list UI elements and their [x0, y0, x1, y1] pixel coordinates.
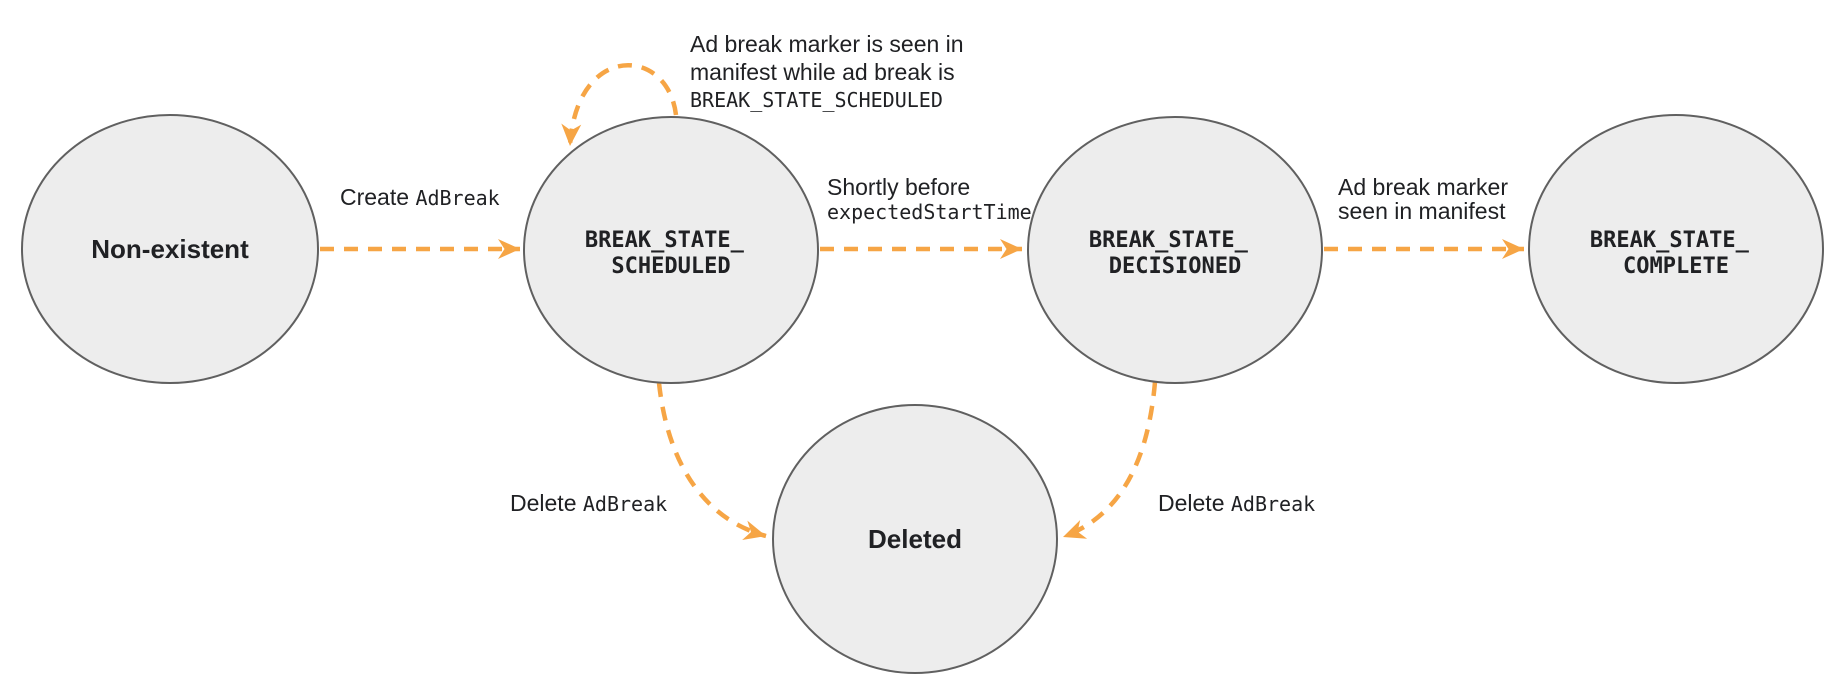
- transition-label-create-adbreak: Create AdBreak: [340, 184, 500, 210]
- label-text: Ad break marker: [1338, 174, 1508, 200]
- state-label-line: BREAK_STATE_: [1590, 228, 1750, 253]
- state-node-break-state-complete: [1528, 114, 1824, 384]
- state-label-non-existent: Non-existent: [91, 234, 249, 264]
- state-node-break-state-scheduled: [523, 116, 819, 384]
- arrow-self-loop-scheduled: [561, 63, 679, 147]
- state-label-line: BREAK_STATE_: [1089, 228, 1249, 253]
- transition-label-self-loop: Ad break marker is seen in manifest whil…: [690, 31, 968, 112]
- label-text: Delete: [510, 490, 583, 516]
- label-code: AdBreak: [1231, 492, 1315, 516]
- state-label-line: DECISIONED: [1109, 254, 1241, 279]
- state-node-break-state-decisioned: [1027, 116, 1323, 384]
- label-text: Ad break marker is seen in: [690, 31, 964, 57]
- transition-label-shortly-before: Shortly before expectedStartTime: [827, 174, 1032, 224]
- label-code: BREAK_STATE_SCHEDULED: [690, 88, 943, 112]
- state-node-deleted: [772, 404, 1058, 674]
- label-code: AdBreak: [415, 186, 499, 210]
- label-code: expectedStartTime: [827, 200, 1032, 224]
- state-label-line: SCHEDULED: [611, 254, 730, 279]
- state-label-break-state-scheduled: BREAK_STATE_ SCHEDULED: [585, 228, 757, 279]
- state-label-break-state-decisioned: BREAK_STATE_ DECISIONED: [1089, 228, 1261, 279]
- label-text: Create: [340, 184, 415, 210]
- label-code: AdBreak: [583, 492, 667, 516]
- transition-label-marker-seen: Ad break marker seen in manifest: [1338, 174, 1512, 224]
- arrow-delete-adbreak-right: [1062, 381, 1158, 540]
- transition-label-delete-adbreak-right: Delete AdBreak: [1158, 490, 1315, 516]
- transition-label-delete-adbreak-left: Delete AdBreak: [510, 490, 667, 516]
- label-text: Delete: [1158, 490, 1231, 516]
- state-label-line: COMPLETE: [1623, 254, 1729, 279]
- state-label-break-state-complete: BREAK_STATE_ COMPLETE: [1590, 228, 1762, 279]
- label-text: seen in manifest: [1338, 198, 1506, 224]
- state-label-line: BREAK_STATE_: [585, 228, 745, 253]
- arrow-delete-adbreak-left: [656, 382, 767, 540]
- label-text: Shortly before: [827, 174, 970, 200]
- state-node-non-existent: [21, 114, 319, 384]
- state-label-deleted: Deleted: [868, 524, 962, 554]
- label-text: manifest while ad break is: [690, 59, 955, 85]
